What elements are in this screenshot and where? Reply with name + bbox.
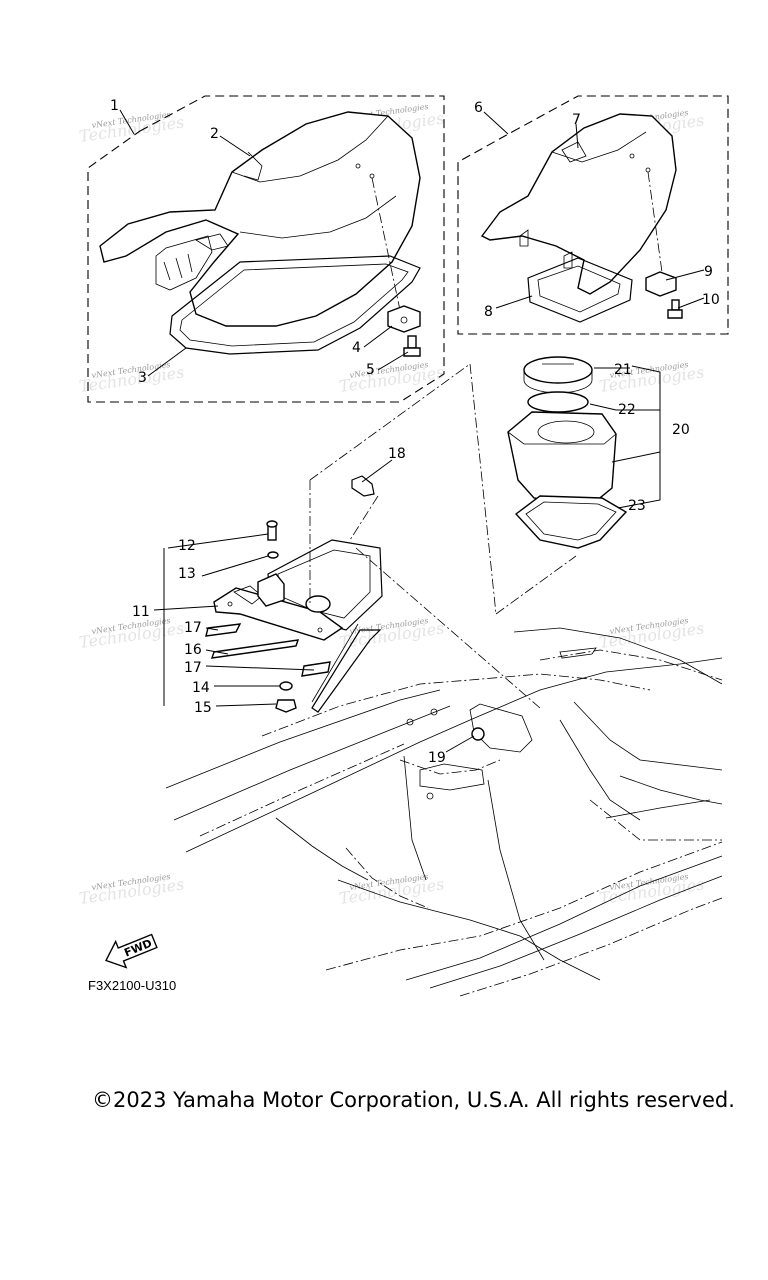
hull	[165, 627, 723, 997]
rear-seat-bolt	[667, 299, 683, 319]
leader-lines	[119, 109, 705, 753]
callout-22: 22	[618, 402, 636, 418]
callout-2: 2	[210, 126, 219, 142]
seat-bolt	[403, 335, 421, 357]
callout-12: 12	[178, 538, 196, 554]
front-seat	[99, 111, 421, 327]
callout-8: 8	[484, 304, 493, 320]
rear-seat-frame	[527, 257, 633, 323]
callout-16: 16	[184, 642, 202, 658]
callout-7: 7	[572, 112, 581, 128]
callout-4: 4	[352, 340, 361, 356]
latch	[257, 573, 331, 613]
fwd-arrow: FWD	[105, 933, 158, 969]
washer-13	[267, 551, 279, 559]
cap	[523, 356, 593, 394]
callout-14: 14	[192, 680, 210, 696]
front-seat-group-box	[87, 95, 445, 403]
callout-3: 3	[138, 370, 147, 386]
mounting-plate	[213, 585, 344, 641]
bolt-18	[351, 475, 375, 497]
callout-9: 9	[704, 264, 713, 280]
bolt-12	[266, 520, 278, 541]
callout-19: 19	[428, 750, 446, 766]
washer-14	[279, 681, 293, 691]
callout-10: 10	[702, 292, 720, 308]
callout-1: 1	[110, 98, 119, 114]
callout-17b: 17	[184, 660, 202, 676]
strip-16	[210, 639, 300, 659]
callout-6: 6	[474, 100, 483, 116]
seat-seal	[311, 629, 382, 713]
copyright-notice: ©2023 Yamaha Motor Corporation, U.S.A. A…	[92, 1088, 735, 1112]
rear-seat-group-box	[457, 95, 729, 335]
callout-23: 23	[628, 498, 646, 514]
callout-13: 13	[178, 566, 196, 582]
callout-21: 21	[614, 362, 632, 378]
callout-labels: 1 2 3 4 5 6 7 8 9 10 11 12 13 14 15 16 1…	[110, 98, 720, 766]
callout-20: 20	[672, 422, 690, 438]
strip-17b	[301, 661, 331, 677]
rear-seat	[480, 113, 677, 295]
callout-17: 17	[184, 620, 202, 636]
seat-base-frame	[169, 255, 421, 355]
diagram-code: F3X2100-U310	[88, 978, 176, 993]
callout-18: 18	[388, 446, 406, 462]
rear-seat-bracket	[645, 271, 677, 297]
callout-11: 11	[132, 604, 150, 620]
nut-15	[275, 699, 297, 713]
fwd-label: FWD	[122, 937, 154, 960]
seat-bracket	[387, 305, 421, 333]
callout-5: 5	[366, 362, 375, 378]
tank-gasket	[514, 495, 628, 549]
o-ring	[527, 391, 589, 413]
callout-15: 15	[194, 700, 212, 716]
storage-tank	[507, 411, 617, 507]
strip-17	[205, 623, 242, 637]
